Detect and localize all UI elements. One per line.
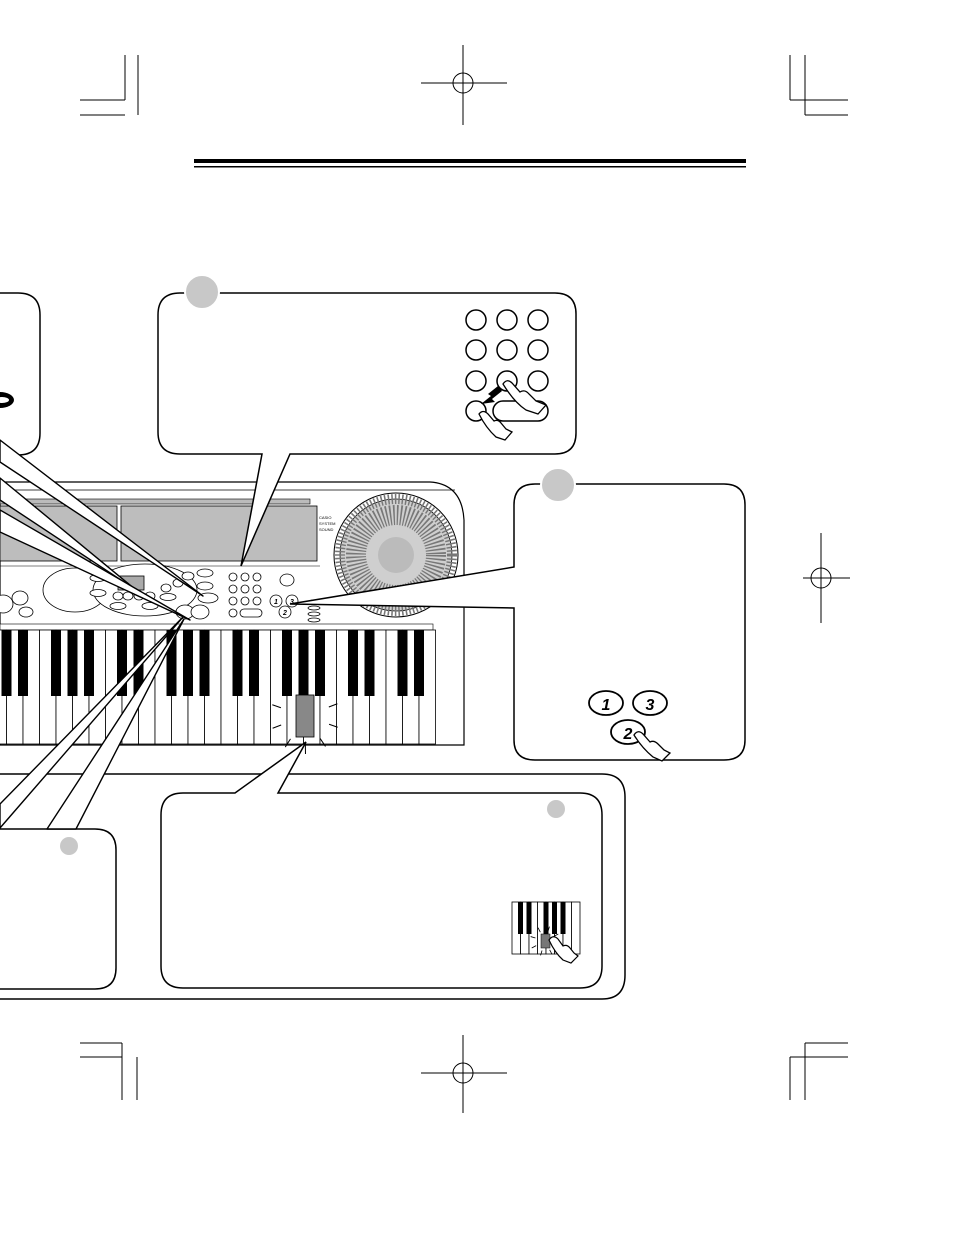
black-key [298, 630, 309, 696]
registration-mark [421, 45, 507, 125]
black-key [18, 630, 28, 696]
pointing-hand-icon [502, 380, 548, 415]
black-key [282, 630, 292, 696]
black-key [199, 630, 210, 696]
keypad-button [465, 370, 487, 392]
black-key [526, 902, 532, 934]
header-rule [194, 159, 746, 168]
keypad-button [496, 339, 518, 361]
svg-text:SOUND: SOUND [319, 527, 334, 532]
black-key [397, 630, 408, 696]
black-key [166, 630, 177, 696]
keyboard-keys [0, 623, 436, 745]
panel-part-buttons: 1 3 2 [269, 594, 299, 619]
black-key [552, 902, 557, 934]
part-button-3 [632, 690, 668, 716]
keypad-button [496, 309, 518, 331]
callout-box-bottom-left [0, 828, 117, 990]
pointer-wedges [0, 439, 204, 830]
black-key [183, 630, 193, 696]
part-button-1 [588, 690, 624, 716]
panel-part-button-3: 3 [290, 599, 294, 606]
key-highlight-flash [272, 677, 338, 755]
part-button-1-label: 1 [602, 697, 611, 714]
pointing-hand-icon [548, 936, 579, 964]
black-key [67, 630, 78, 696]
panel-part-button-2: 2 [282, 610, 287, 617]
step-circle [540, 467, 576, 503]
callout-box-keyboard-key [160, 741, 603, 989]
svg-text:CASIO: CASIO [319, 515, 331, 520]
step-circle [60, 837, 78, 855]
black-key [315, 630, 325, 696]
black-key [117, 630, 127, 696]
dial-icon [0, 392, 14, 408]
keypad-button [465, 309, 487, 331]
part-button-3-label: 3 [646, 697, 655, 714]
registration-mark [803, 533, 850, 623]
pointing-hand-icon [478, 410, 514, 441]
arrow-icon [481, 386, 502, 404]
callout-box-top-left [0, 292, 41, 456]
black-key [560, 902, 566, 934]
black-key [364, 630, 375, 696]
keyboard-illustration: CASIO SYSTEM SOUND [0, 481, 465, 755]
control-panel-right [175, 568, 321, 623]
part-select-buttons-closeup [588, 690, 668, 745]
black-key [348, 630, 358, 696]
svg-text:SYSTEM: SYSTEM [319, 521, 335, 526]
black-key [232, 630, 243, 696]
black-key [249, 630, 259, 696]
registration-mark [421, 1035, 507, 1113]
black-key [51, 630, 61, 696]
keypad-button [527, 370, 549, 392]
white-key [571, 901, 581, 955]
part-button-2-label: 2 [623, 726, 633, 743]
crop-marks [80, 55, 848, 1100]
black-key [84, 630, 94, 696]
black-key [518, 902, 523, 934]
panel-numeric-keypad [228, 572, 263, 618]
step-circle [184, 274, 220, 310]
step-circle [547, 800, 565, 818]
pointing-hand-icon [633, 731, 672, 762]
panel-part-button-1: 1 [274, 599, 278, 606]
keypad-button [527, 339, 549, 361]
keypad-button [527, 309, 549, 331]
keypad-button [465, 339, 487, 361]
black-key [543, 902, 549, 934]
black-key [1, 630, 12, 696]
black-key [414, 630, 424, 696]
keyboard-closeup [511, 901, 581, 955]
callout-box-part-select [289, 483, 746, 761]
callout-box-keypad [157, 292, 577, 567]
